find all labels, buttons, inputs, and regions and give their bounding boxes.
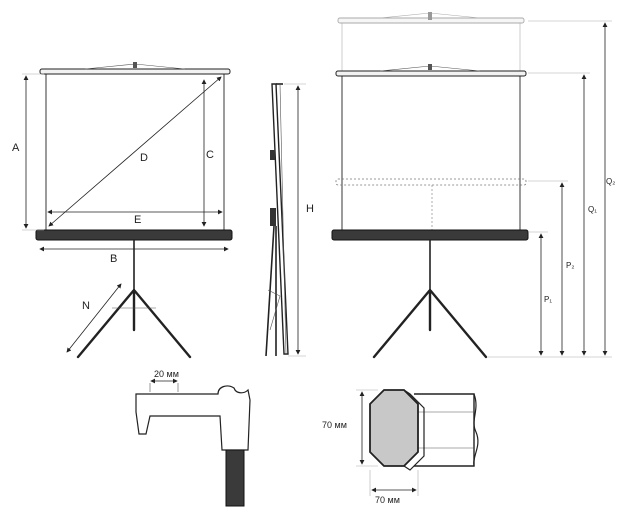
- side-view: H: [265, 83, 314, 357]
- height-tripod: [372, 240, 488, 359]
- label-p2: P₂: [566, 261, 574, 270]
- bracket-detail: 20 мм: [135, 369, 251, 507]
- height-top-bar: [335, 64, 527, 77]
- label-b: B: [110, 253, 117, 265]
- front-top-bar: [39, 62, 231, 75]
- dimension-d: [48, 76, 222, 227]
- label-d: D: [140, 152, 148, 164]
- side-screen-frame: [271, 83, 289, 355]
- label-h: H: [306, 203, 314, 215]
- height-screen-surface: [341, 75, 521, 231]
- dimension-a: [22, 73, 44, 231]
- profile-width-label: 70 мм: [375, 495, 400, 505]
- profile-detail: 70 мм 70 мм: [322, 389, 479, 505]
- front-bottom-case: [35, 229, 233, 241]
- bracket-width-label: 20 мм: [154, 369, 179, 379]
- dimension-n: [66, 283, 122, 353]
- extended-top-bar: [337, 12, 525, 74]
- height-bottom-case: [331, 229, 529, 241]
- bracket-outline: [135, 385, 251, 451]
- profile-octagon: [369, 389, 419, 467]
- label-q1: Q₁: [588, 205, 597, 214]
- label-e: E: [134, 214, 141, 226]
- profile-height-label: 70 мм: [322, 420, 347, 430]
- lowered-bar: [335, 178, 527, 230]
- front-tripod: [76, 240, 192, 359]
- label-n: N: [82, 300, 90, 312]
- bracket-pole: [225, 449, 245, 507]
- front-view: A C D E B N: [12, 62, 233, 359]
- label-q2: Q₂: [606, 177, 615, 186]
- label-a: A: [12, 142, 20, 154]
- label-p1: P₁: [544, 295, 552, 304]
- label-c: C: [206, 149, 214, 161]
- height-view: P₁ P₂ Q₁ Q₂: [331, 12, 615, 359]
